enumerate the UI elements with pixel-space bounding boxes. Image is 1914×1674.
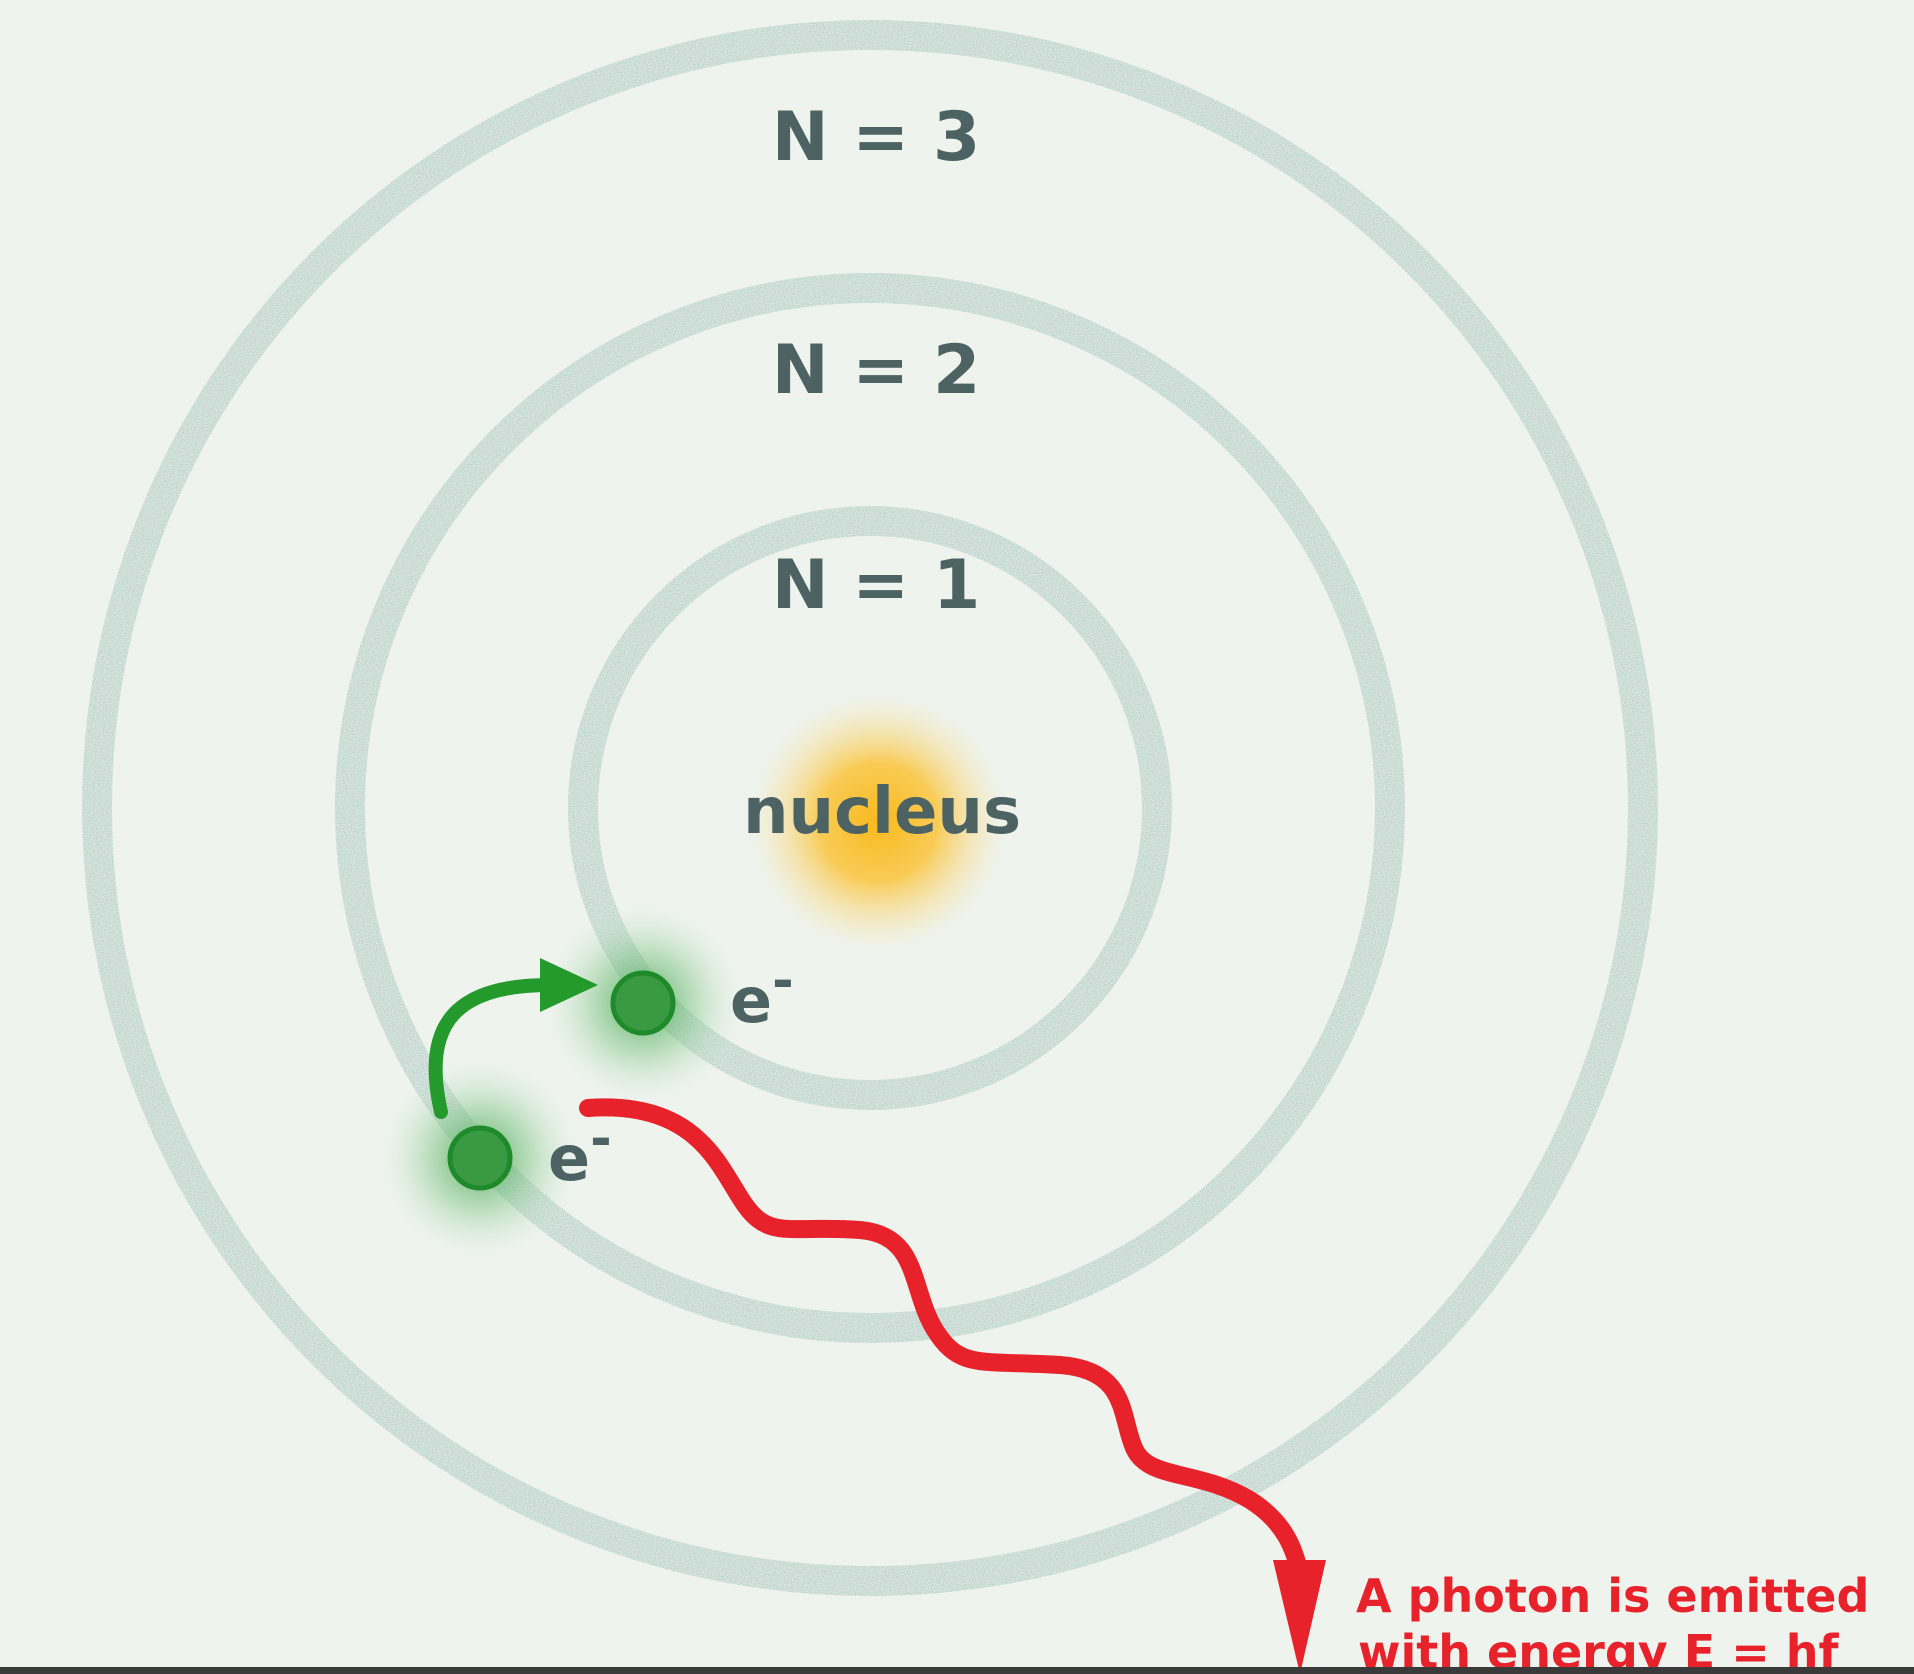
photon-caption-line1: A photon is emitted xyxy=(1356,1569,1869,1623)
level-label-n3: N = 3 xyxy=(772,98,981,177)
photon-wave xyxy=(579,1098,1309,1584)
electron-label-lower: e- xyxy=(548,1109,612,1195)
photon-arrowhead xyxy=(1273,1560,1326,1674)
level-label-n2: N = 2 xyxy=(772,331,981,410)
orbit-n1 xyxy=(568,506,1172,1110)
electron-label-upper: e- xyxy=(730,951,794,1037)
electron-lower xyxy=(447,1125,513,1191)
photon-caption-line2: with energy E = hf xyxy=(1358,1625,1840,1674)
orbit-n2 xyxy=(335,273,1405,1343)
nucleus-label: nucleus xyxy=(743,775,1021,849)
orbit-n3 xyxy=(82,20,1658,1596)
bottom-edge-bar xyxy=(0,1667,1914,1674)
electron-jump-arrowhead xyxy=(540,958,598,1012)
level-label-n1: N = 1 xyxy=(772,546,981,625)
nucleus-glow xyxy=(748,692,1008,952)
electron-jump-path xyxy=(428,978,557,1119)
electron-upper xyxy=(610,970,676,1036)
